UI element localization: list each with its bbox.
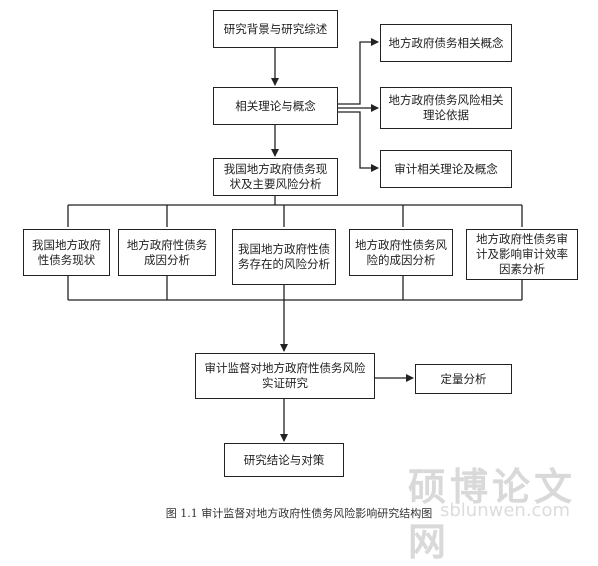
figure-caption: 图 1.1 审计监督对地方政府性债务风险影响研究结构图 <box>165 507 433 520</box>
flowchart-connectors <box>67 38 523 442</box>
node-debt-status: 我国地方政府性债务现状 <box>23 229 110 276</box>
node-quantitative-analysis: 定量分析 <box>415 364 512 394</box>
node-research-background: 研究背景与研究综述 <box>213 10 338 48</box>
node-debt-causes: 地方政府性债务成因分析 <box>118 229 216 276</box>
node-audit-theory: 审计相关理论及概念 <box>380 150 512 188</box>
arrow-theory-to-concept1 <box>338 38 379 105</box>
watermark-site-url: sblunwen.com <box>440 500 570 521</box>
arrow-theory-to-concept3 <box>338 111 379 172</box>
node-debt-risk-analysis: 我国地方政府性债务存在的风险分析 <box>232 229 336 285</box>
node-debt-concept: 地方政府债务相关概念 <box>380 24 512 62</box>
node-debt-status-risk: 我国地方政府债务现状及主要风险分析 <box>213 158 338 196</box>
node-empirical-research: 审计监督对地方政府性债务风险实证研究 <box>195 353 375 399</box>
node-audit-efficiency: 地方政府性债务审计及影响审计效率因素分析 <box>466 229 578 280</box>
node-related-theory: 相关理论与概念 <box>213 87 338 125</box>
node-conclusion: 研究结论与对策 <box>224 443 344 477</box>
node-risk-causes: 地方政府性债务风险的成因分析 <box>349 229 453 276</box>
node-risk-theory-basis: 地方政府债务风险相关理论依据 <box>380 87 512 129</box>
